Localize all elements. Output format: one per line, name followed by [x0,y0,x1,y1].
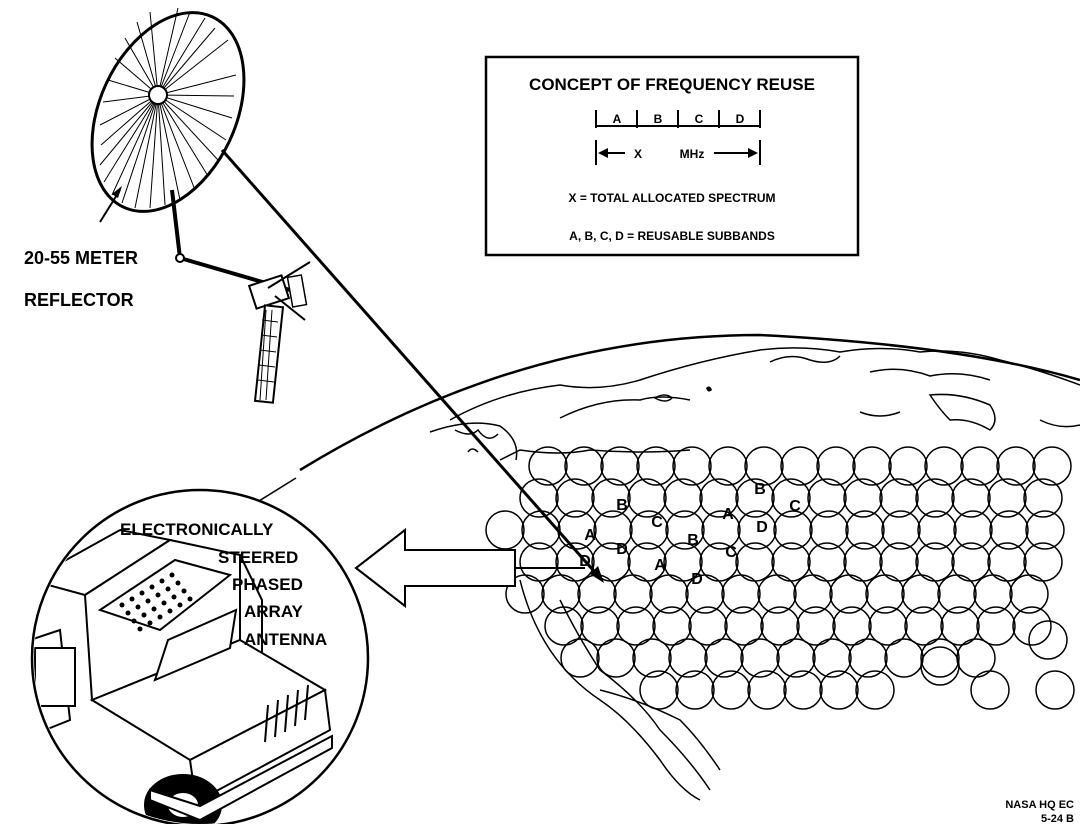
coverage-cell [921,647,959,685]
antenna-label-line2: STEERED [218,548,298,567]
reflector-label-line1: 20-55 METER [24,248,138,268]
coverage-cell [820,671,858,709]
reflector-label-line2: REFLECTOR [24,290,134,310]
coverage-cell [1029,621,1067,659]
cell-label: D [691,571,703,588]
coverage-cell [885,639,923,677]
cell-label: D [756,519,768,536]
subband-c: C [695,112,704,126]
subband-b: B [654,112,663,126]
subband-d: D [736,112,745,126]
coverage-cell [856,671,894,709]
cell-label: A [654,557,666,574]
cell-label: D [616,541,628,558]
range-mhz: MHz [680,147,705,161]
truck-callout [30,490,368,824]
coverage-cell [748,671,786,709]
coverage-cell [712,671,750,709]
credit-line2: 5-24 B [1041,813,1074,824]
coverage-cell [1036,671,1074,709]
concept-title: CONCEPT OF FREQUENCY REUSE [529,75,815,94]
coverage-cell [676,671,714,709]
range-x: X [634,147,642,161]
antenna-label-line1: ELECTRONICALLY [120,520,274,539]
def-abcd: A, B, C, D = REUSABLE SUBBANDS [569,229,775,243]
coverage-cell [971,671,1009,709]
cell-label: C [651,514,663,531]
coverage-cell [597,639,635,677]
cell-label: B [616,497,628,514]
antenna-label-line4: ARRAY [244,602,304,621]
coverage-cell [640,671,678,709]
cell-label: C [789,498,801,515]
credit-line1: NASA HQ EC [1005,799,1074,811]
coverage-cell [784,671,822,709]
coverage-cell [561,639,599,677]
satellite-bus [249,262,310,403]
coverage-cell [486,511,524,549]
def-x: X = TOTAL ALLOCATED SPECTRUM [568,191,775,205]
antenna-label-line3: PHASED [232,575,303,594]
cell-label: B [687,532,699,549]
cell-label: B [754,481,766,498]
cell-label: A [722,506,734,523]
coverage-cell [977,607,1015,645]
cell-label: C [725,544,737,561]
reflector-dish [62,0,290,290]
antenna-label-line5: ANTENNA [244,630,327,649]
coverage-cell-grid [486,447,1074,709]
concept-box: CONCEPT OF FREQUENCY REUSE A B C D X MHz… [486,57,858,255]
cell-label: A [584,527,596,544]
subband-a: A [613,112,622,126]
